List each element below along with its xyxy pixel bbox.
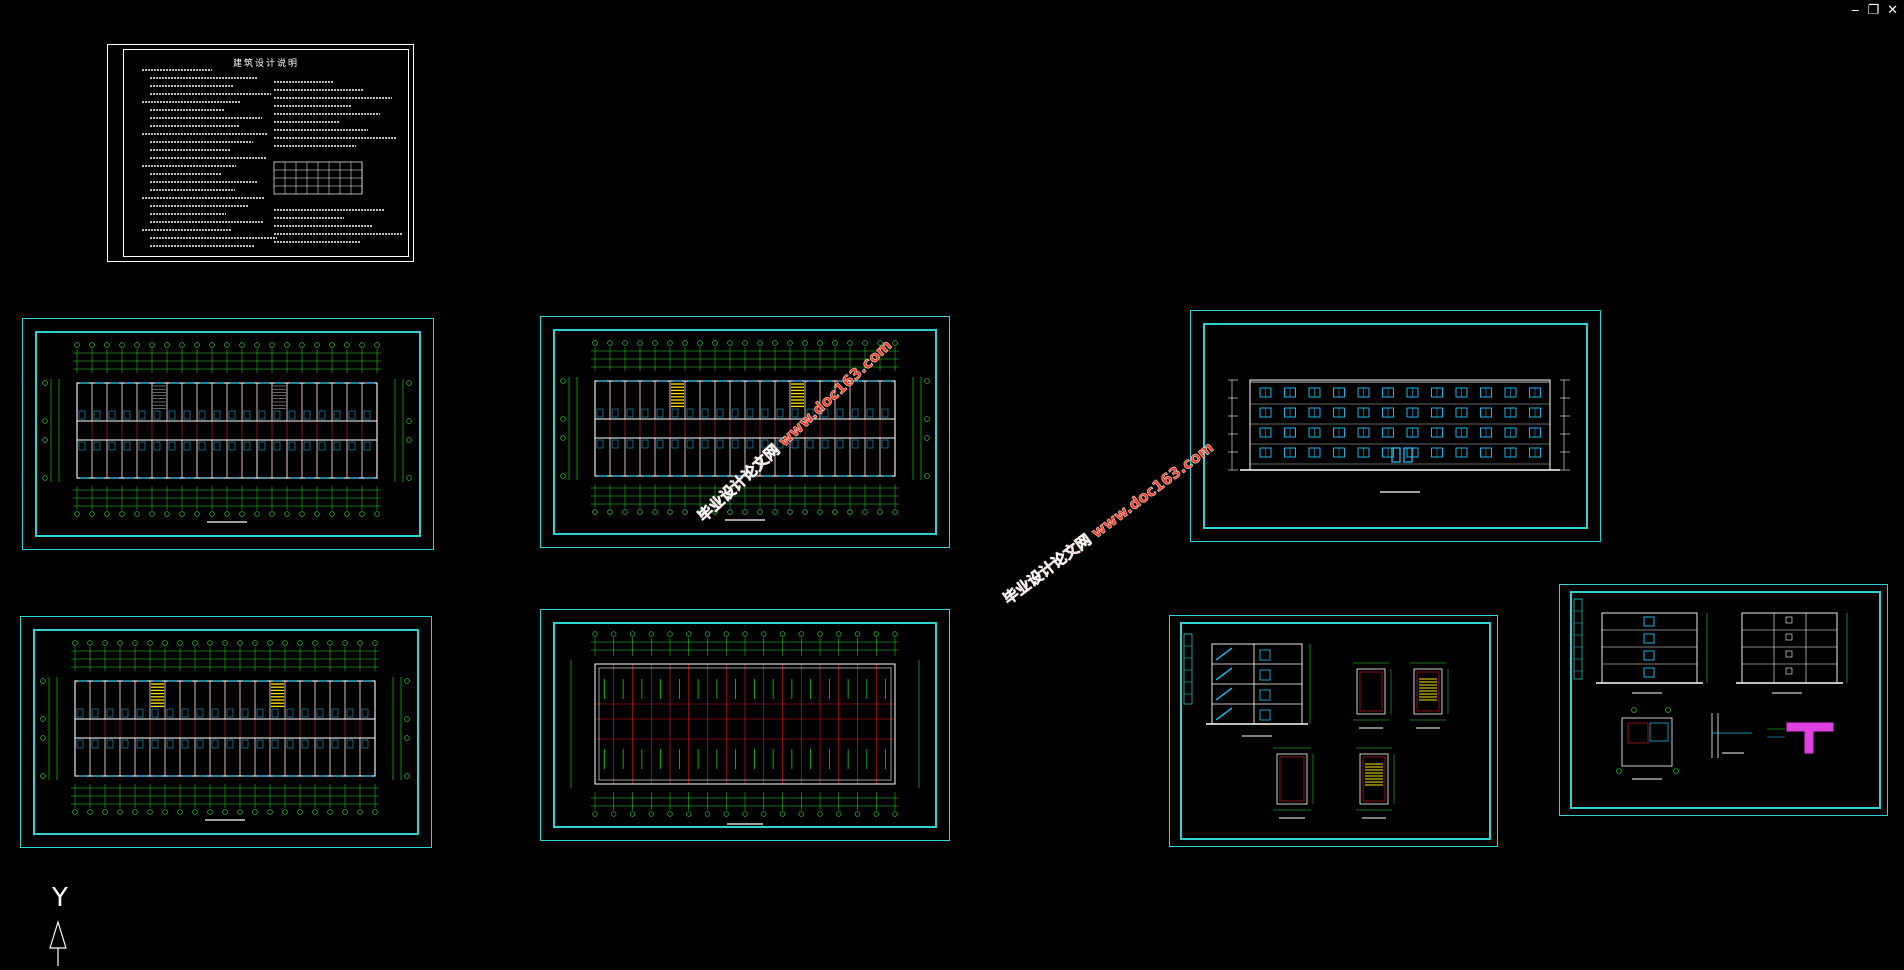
- watermark: 毕业设计论文网 www.doc163.com: [999, 438, 1218, 609]
- roof-plan-drawing: [570, 631, 920, 825]
- sheet-floor-plan-3[interactable]: [20, 616, 432, 848]
- sheet-front-elevation[interactable]: [1190, 310, 1601, 542]
- sheet-roof-plan[interactable]: [540, 609, 950, 841]
- sheet-border: [1203, 323, 1588, 529]
- minimize-icon[interactable]: ‒: [1851, 3, 1860, 18]
- notes-text-block: [142, 69, 402, 247]
- sheet-design-notes[interactable]: 建筑设计说明: [107, 44, 414, 262]
- sheet-floor-plan-2[interactable]: [540, 316, 950, 548]
- front-elevation-drawing: [1228, 379, 1570, 493]
- sheet-border: [1180, 622, 1491, 840]
- floor-plan-drawing: [42, 342, 412, 523]
- ucs-y-label: Y: [51, 883, 68, 913]
- notes-title: 建筑设计说明: [232, 59, 299, 69]
- floor-plan-drawing: [40, 640, 410, 821]
- sheet-border: [553, 622, 937, 828]
- window-controls: ‒ ❐ ✕: [1851, 4, 1898, 18]
- sheet-border: 建筑设计说明: [123, 49, 409, 257]
- section-details-drawing: [1183, 633, 1449, 819]
- sheet-border: [35, 331, 421, 537]
- sheet-floor-plan-1[interactable]: [22, 318, 434, 550]
- close-icon[interactable]: ✕: [1887, 3, 1898, 18]
- ucs-icon: Y: [40, 880, 80, 966]
- restore-icon[interactable]: ❐: [1867, 3, 1880, 18]
- side-elevations-drawing: [1573, 598, 1848, 780]
- sheet-border: [553, 329, 937, 535]
- floor-plan-drawing: [560, 340, 930, 521]
- sheet-side-elevations[interactable]: [1559, 584, 1888, 816]
- sheet-border: [33, 629, 419, 835]
- sheet-border: [1570, 591, 1881, 809]
- sheet-section-details[interactable]: [1169, 615, 1498, 847]
